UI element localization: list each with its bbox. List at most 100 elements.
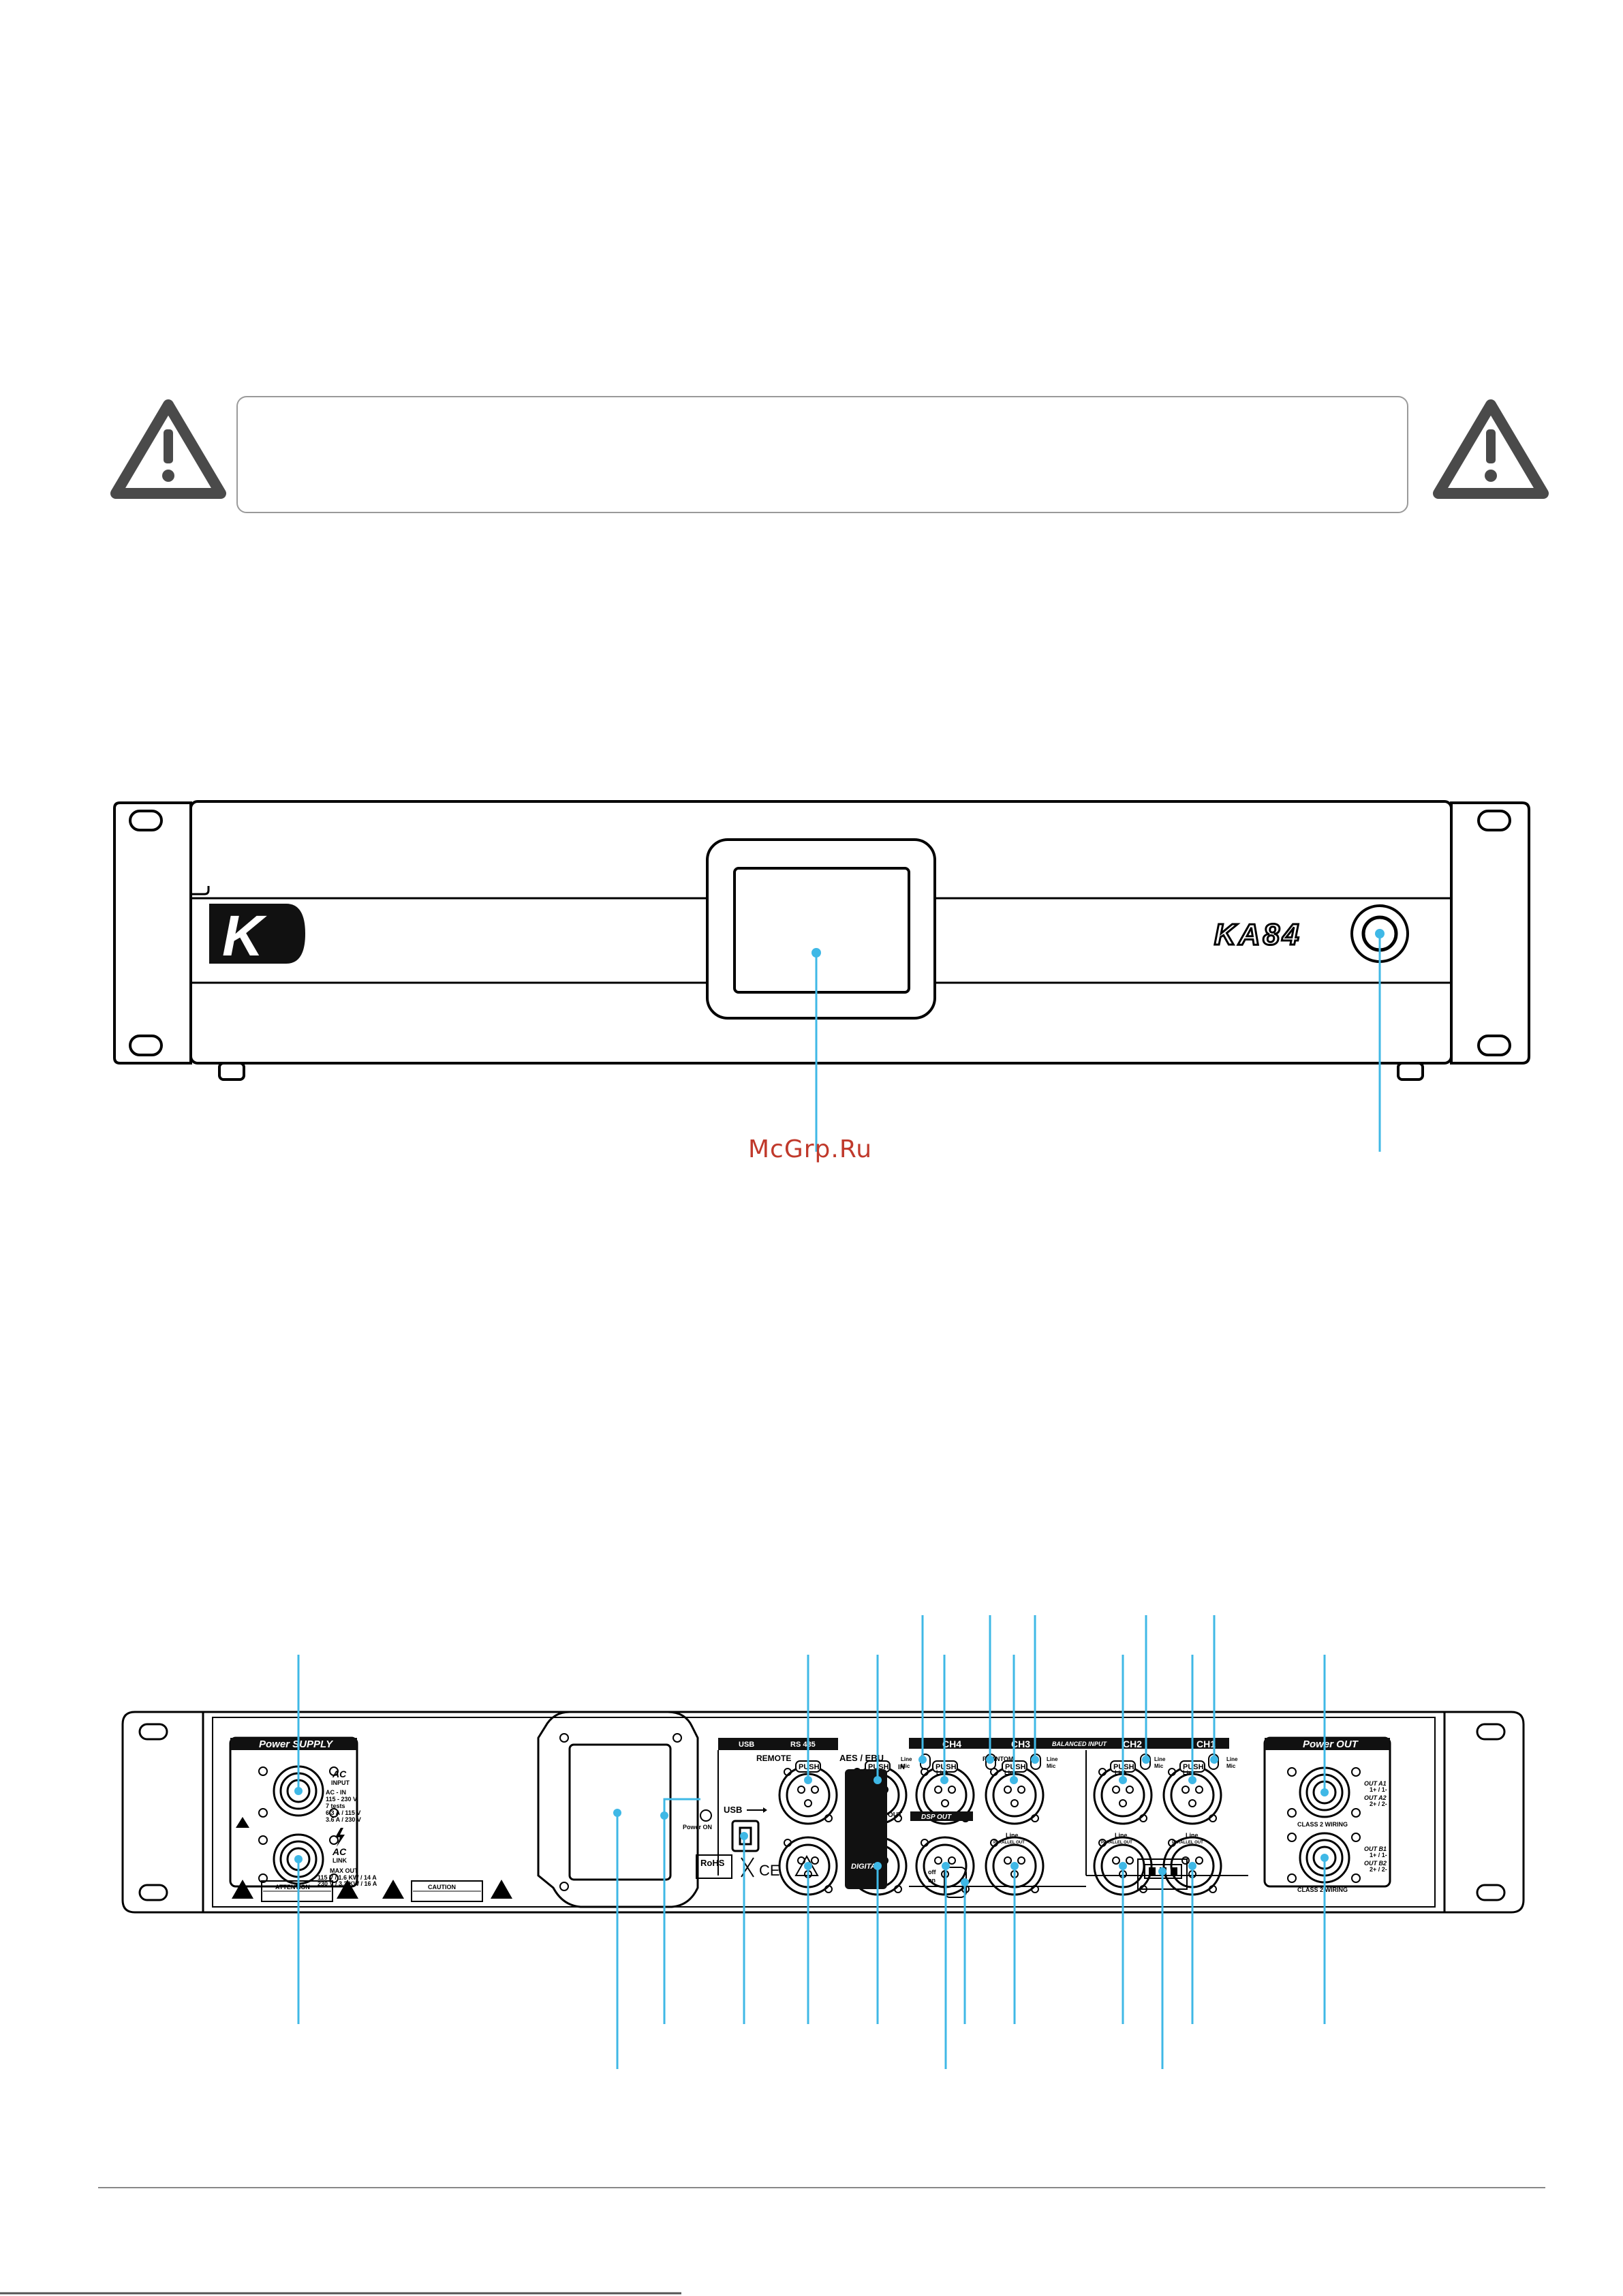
warning-text-box bbox=[236, 396, 1408, 513]
callout-dot bbox=[874, 1776, 882, 1784]
callout-dot bbox=[1210, 1756, 1218, 1764]
out-a1-pins: 1+ / 1- bbox=[1370, 1786, 1387, 1793]
warning-triangle-icon bbox=[337, 1880, 358, 1899]
callout-dot bbox=[1010, 1776, 1018, 1784]
line-label: Line bbox=[1154, 1756, 1166, 1762]
parallel-out-label: PARALLEL OUT bbox=[993, 1841, 1025, 1845]
callout-dot bbox=[804, 1776, 812, 1784]
warning-triangle-icon bbox=[236, 1817, 249, 1828]
ac-link-spec: MAX OUT bbox=[330, 1867, 358, 1874]
callout-dot bbox=[986, 1756, 994, 1764]
callout-dot bbox=[1188, 1776, 1196, 1784]
callout-dot bbox=[804, 1862, 812, 1870]
callout-dot bbox=[1031, 1756, 1039, 1764]
usb-icon bbox=[747, 1807, 767, 1813]
warning-triangle-icon bbox=[110, 399, 226, 499]
callout-dot bbox=[874, 1862, 882, 1870]
ac-input-label: AC bbox=[332, 1769, 347, 1779]
callout-dot bbox=[1010, 1862, 1019, 1870]
warning-triangle-icon bbox=[1433, 399, 1549, 499]
warning-banner bbox=[110, 396, 1549, 513]
out-a1-label: OUT A1 bbox=[1364, 1780, 1387, 1787]
rack-ear-slot bbox=[138, 1723, 168, 1741]
switch-off: off bbox=[928, 1869, 936, 1876]
rack-ear-slot bbox=[138, 1884, 168, 1901]
logo-letter: K bbox=[222, 904, 267, 968]
parallel-out-label: PARALLEL OUT bbox=[1172, 1841, 1203, 1845]
ac-input-sub: INPUT bbox=[331, 1779, 350, 1786]
power-supply-section: Power SUPPLY AC INPUT AC - IN 115 - 230 … bbox=[229, 1736, 377, 1888]
rack-ear-slot bbox=[1477, 1035, 1511, 1056]
balanced-input-label: BALANCED INPUT bbox=[1052, 1741, 1108, 1747]
mic-label: Mic bbox=[1154, 1763, 1164, 1769]
line-label: Line bbox=[1186, 1832, 1199, 1839]
rack-ear-slot bbox=[129, 1035, 163, 1056]
link-label: Link bbox=[1004, 1769, 1017, 1776]
link-label: Link bbox=[1183, 1769, 1196, 1776]
power-on-led bbox=[700, 1809, 712, 1822]
push-label: PUSH bbox=[936, 1763, 957, 1771]
ac-input-spec: AC - IN bbox=[326, 1789, 346, 1796]
callout-dot bbox=[1119, 1776, 1127, 1784]
safety-labels-row: ATTENTION CAUTION bbox=[232, 1880, 512, 1902]
ac-input-connector[interactable] bbox=[258, 1765, 339, 1818]
usb-header: USB bbox=[739, 1741, 754, 1749]
ac-input-spec: 7 tests bbox=[326, 1803, 345, 1809]
aes-ebu-section: AES / EBU IN OUT DIGITAL bbox=[839, 1753, 905, 1889]
dsp-out-label: DSP OUT bbox=[921, 1813, 952, 1821]
caution-label: CAUTION bbox=[428, 1884, 456, 1891]
class2-label: CLASS 2 WIRING bbox=[1297, 1821, 1348, 1828]
touch-display-screen[interactable] bbox=[733, 867, 910, 994]
blank-plate bbox=[537, 1711, 699, 1908]
out-b2-label: OUT B2 bbox=[1364, 1860, 1387, 1867]
callout-dot bbox=[1142, 1756, 1150, 1764]
out-a2-pins: 2+ / 2- bbox=[1370, 1801, 1387, 1807]
rs485-header: RS 485 bbox=[790, 1741, 816, 1749]
out-a2-label: OUT A2 bbox=[1364, 1794, 1387, 1801]
out-b1-label: OUT B1 bbox=[1364, 1846, 1387, 1852]
rack-ear-slot bbox=[129, 810, 163, 831]
ch3-label: CH3 bbox=[1011, 1739, 1030, 1749]
usb-label: USB bbox=[724, 1805, 742, 1815]
callout-dot bbox=[942, 1862, 950, 1870]
rack-ear-slot bbox=[1476, 1723, 1506, 1741]
power-on-label: Power ON bbox=[683, 1824, 712, 1831]
callout-dot bbox=[1320, 1788, 1329, 1796]
callout-dot bbox=[918, 1756, 927, 1764]
ce-mark-icon: CE bbox=[759, 1862, 780, 1879]
power-out-section: Power OUT OUT A1 1+ / 1- OUT A2 2+ / 2- … bbox=[1263, 1736, 1391, 1893]
callout-dot bbox=[294, 1787, 303, 1795]
mic-label: Mic bbox=[1047, 1763, 1056, 1769]
rohs-label: RoHS bbox=[700, 1858, 725, 1868]
power-out-title: Power OUT bbox=[1303, 1739, 1359, 1750]
callout-dot bbox=[740, 1832, 748, 1840]
aes-ebu-label: AES / EBU bbox=[839, 1753, 884, 1763]
out-b1-pins: 1+ / 1- bbox=[1370, 1852, 1387, 1858]
rack-ear-slot bbox=[1476, 1884, 1506, 1901]
front-panel: K KA84 McGrp.Ru bbox=[113, 800, 1530, 1163]
callout-line bbox=[663, 1798, 700, 1816]
out-b2-pins: 2+ / 2- bbox=[1370, 1866, 1387, 1873]
aes-in-label: IN bbox=[898, 1764, 905, 1771]
attention-label: ATTENTION bbox=[275, 1884, 310, 1891]
line-label: Line bbox=[1006, 1832, 1019, 1839]
line-label: Line bbox=[1047, 1756, 1058, 1762]
rear-panel: Power SUPPLY AC INPUT AC - IN 115 - 230 … bbox=[121, 1615, 1525, 2069]
callout-dot bbox=[1188, 1862, 1196, 1870]
warning-triangle-icon bbox=[491, 1880, 512, 1899]
ch2-label: CH2 bbox=[1123, 1739, 1142, 1749]
remote-label: REMOTE bbox=[756, 1754, 791, 1763]
k-logo: K bbox=[209, 904, 305, 968]
mic-label: Mic bbox=[1226, 1763, 1236, 1769]
switch-on: on bbox=[928, 1877, 936, 1884]
callout-dot bbox=[940, 1776, 948, 1784]
ac-input-spec: 6.3 A / 115 V bbox=[326, 1809, 360, 1816]
remote-section: USB RS 485 REMOTE USB RoHS CE bbox=[696, 1738, 838, 1879]
touch-display-bezel bbox=[706, 838, 936, 1020]
push-label: PUSH bbox=[1005, 1763, 1026, 1771]
warning-triangle-icon bbox=[382, 1880, 404, 1899]
power-supply-title: Power SUPPLY bbox=[259, 1739, 334, 1750]
line-label: Line bbox=[1226, 1756, 1238, 1762]
callout-dot bbox=[1119, 1862, 1127, 1870]
